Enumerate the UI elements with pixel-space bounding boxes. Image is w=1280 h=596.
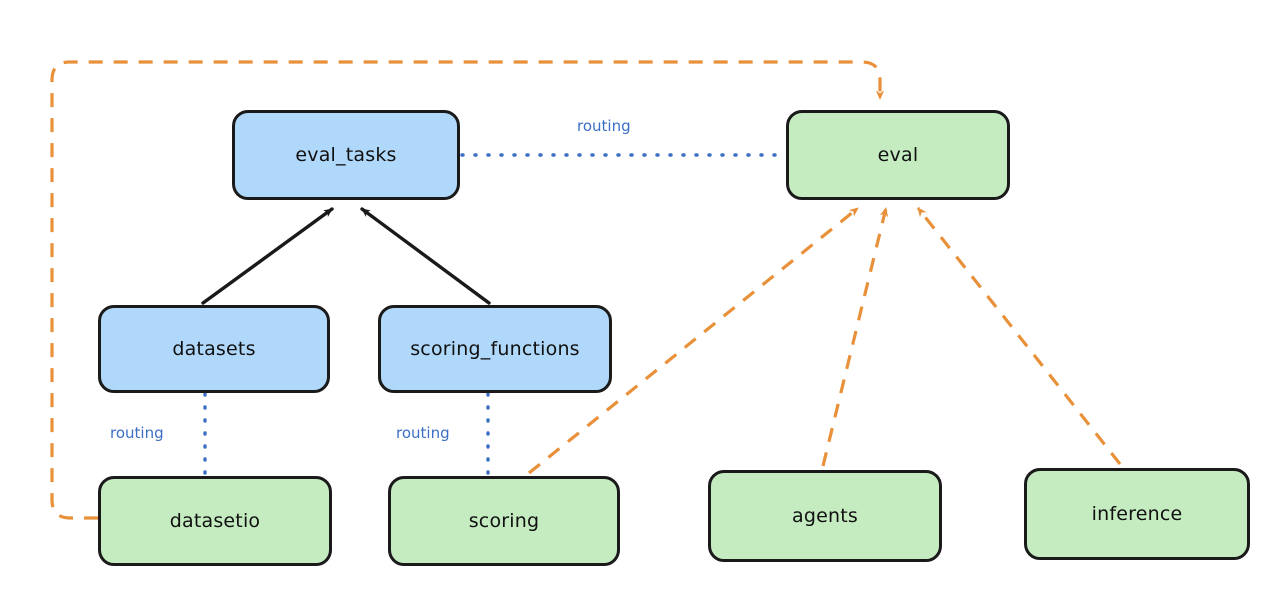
node-eval-tasks[interactable]: eval_tasks [232,110,460,200]
edge-datasetio-eval [50,60,885,520]
edge-label-routing-scoring-functions-scoring: routing [396,424,450,442]
node-datasetio[interactable]: datasetio [98,476,332,566]
edge-inference-eval [916,207,1122,465]
node-label-scoring-functions: scoring_functions [410,338,580,360]
edge-label-routing-datasets-datasetio: routing [110,424,164,442]
node-label-scoring: scoring [468,510,540,532]
node-label-datasetio: datasetio [169,510,261,532]
node-inference[interactable]: inference [1024,468,1250,560]
edge-scoring-functions-eval-tasks [360,207,491,305]
edge-label-routing-eval-tasks-eval: routing [577,117,631,135]
edge-agents-eval [821,207,889,467]
node-label-eval-tasks: eval_tasks [295,144,397,166]
node-scoring-functions[interactable]: scoring_functions [378,305,612,393]
node-scoring[interactable]: scoring [388,476,620,566]
node-label-inference: inference [1091,503,1183,525]
node-label-eval: eval [877,144,919,166]
node-label-agents: agents [792,505,858,527]
edge-datasets-eval-tasks [201,207,334,305]
node-label-datasets: datasets [172,338,256,360]
node-agents[interactable]: agents [708,470,942,562]
node-eval[interactable]: eval [786,110,1010,200]
node-datasets[interactable]: datasets [98,305,330,393]
